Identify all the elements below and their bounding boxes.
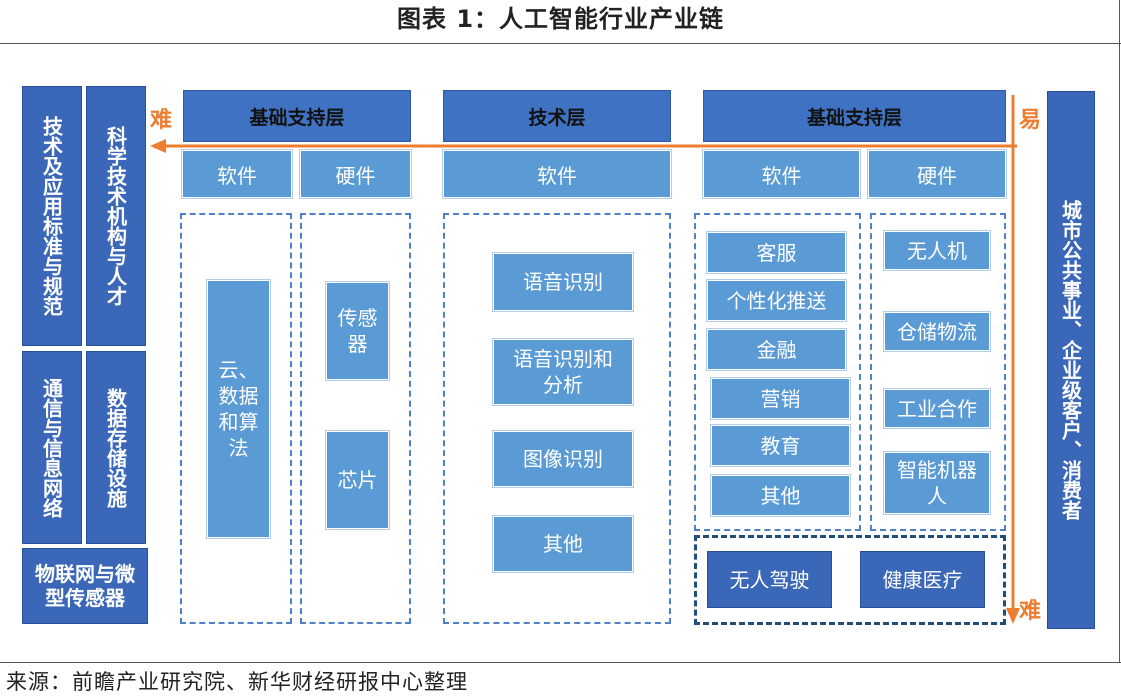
left-block-network: 通信与信息网络 xyxy=(22,351,82,544)
item-finance: 金融 xyxy=(706,328,847,371)
header-app-layer: 基础支持层 xyxy=(703,90,1006,142)
item-sensor: 传感器 xyxy=(325,281,390,381)
left-block-iot: 物联网与微型传感器 xyxy=(22,548,148,624)
base-hardware-label: 硬件 xyxy=(299,149,412,199)
difficulty-label-hard-left: 难 xyxy=(150,108,173,133)
item-healthcare: 健康医疗 xyxy=(860,551,985,608)
item-industrial-cooperation: 工业合作 xyxy=(883,388,991,429)
header-base-layer: 基础支持层 xyxy=(183,90,411,142)
item-chip: 芯片 xyxy=(325,430,390,530)
header-tech-layer: 技术层 xyxy=(443,90,671,142)
app-hardware-label: 硬件 xyxy=(867,149,1007,199)
item-speech-recognition: 语音识别 xyxy=(492,252,634,312)
source-note: 来源：前瞻产业研究院、新华财经研报中心整理 xyxy=(6,670,468,694)
base-software-label: 软件 xyxy=(181,149,293,199)
left-block-storage: 数据存储设施 xyxy=(86,351,146,544)
item-intelligent-robot: 智能机器人 xyxy=(883,451,991,515)
item-drone: 无人机 xyxy=(883,230,991,271)
left-block-institutions: 科学技术机构与人才 xyxy=(86,86,146,346)
item-personalized-push: 个性化推送 xyxy=(706,279,847,322)
tech-software-label: 软件 xyxy=(442,149,672,199)
item-customer-service: 客服 xyxy=(706,231,847,274)
item-marketing: 营销 xyxy=(710,377,851,420)
item-autonomous-driving: 无人驾驶 xyxy=(707,551,832,608)
title-divider xyxy=(0,43,1121,44)
item-education: 教育 xyxy=(710,424,851,467)
item-app-other: 其他 xyxy=(710,474,851,517)
frame-right-line xyxy=(1119,0,1120,662)
difficulty-label-hard-bottom: 难 xyxy=(1019,599,1042,624)
down-arrow-head xyxy=(1006,608,1020,624)
item-image-recognition: 图像识别 xyxy=(492,430,634,488)
page-title: 图表 1：人工智能行业产业链 xyxy=(396,5,725,33)
item-warehouse-logistics: 仓储物流 xyxy=(883,311,991,352)
app-software-label: 软件 xyxy=(702,149,861,199)
base-hardware-group xyxy=(300,213,411,624)
source-divider xyxy=(0,662,1121,663)
item-speech-recognition-analysis: 语音识别和分析 xyxy=(492,338,634,406)
left-arrow-head xyxy=(150,139,166,153)
left-block-standards: 技术及应用标准与规范 xyxy=(22,86,82,346)
item-tech-other: 其他 xyxy=(492,515,634,573)
difficulty-label-easy: 易 xyxy=(1019,108,1042,133)
right-block-customers: 城市公共事业、企业级客户、消费者 xyxy=(1047,91,1095,629)
item-cloud-data-algorithm: 云、数据和算法 xyxy=(206,279,271,539)
